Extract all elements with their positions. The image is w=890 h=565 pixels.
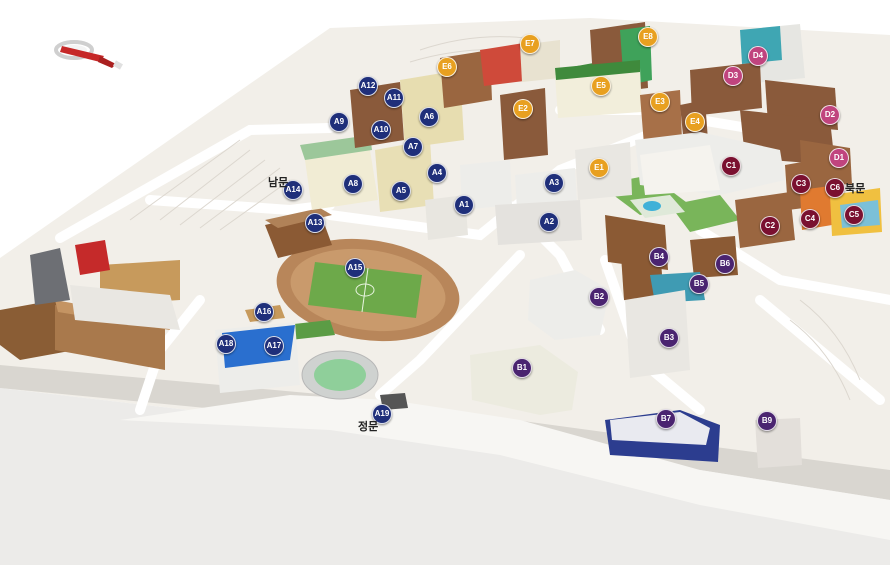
building-marker-c1[interactable]: C1	[721, 156, 741, 176]
building-marker-a10[interactable]: A10	[371, 120, 391, 140]
building-marker-a18[interactable]: A18	[216, 334, 236, 354]
building-marker-a2[interactable]: A2	[539, 212, 559, 232]
building-marker-c2[interactable]: C2	[760, 216, 780, 236]
building-marker-a16[interactable]: A16	[254, 302, 274, 322]
building-marker-b1[interactable]: B1	[512, 358, 532, 378]
building-marker-d2[interactable]: D2	[820, 105, 840, 125]
building-marker-d1[interactable]: D1	[829, 148, 849, 168]
building-marker-a12[interactable]: A12	[358, 76, 378, 96]
building-marker-e1[interactable]: E1	[589, 158, 609, 178]
building-marker-a8[interactable]: A8	[343, 174, 363, 194]
building-marker-a3[interactable]: A3	[544, 173, 564, 193]
building-marker-a5[interactable]: A5	[391, 181, 411, 201]
main-gate-label: 정문	[358, 420, 379, 433]
south-gate-label: 남문	[268, 176, 289, 189]
building-marker-c3[interactable]: C3	[791, 174, 811, 194]
building-marker-c6[interactable]: C6	[825, 178, 845, 198]
building-marker-a17[interactable]: A17	[264, 336, 284, 356]
building-marker-e6[interactable]: E6	[437, 57, 457, 77]
building-marker-a19[interactable]: A19	[372, 404, 392, 424]
building-marker-d3[interactable]: D3	[723, 66, 743, 86]
building-marker-a4[interactable]: A4	[427, 163, 447, 183]
building-marker-a1[interactable]: A1	[454, 195, 474, 215]
building-marker-e4[interactable]: E4	[685, 112, 705, 132]
compass-icon	[54, 40, 123, 70]
building-marker-a6[interactable]: A6	[419, 107, 439, 127]
building-marker-a9[interactable]: A9	[329, 112, 349, 132]
building-marker-b3[interactable]: B3	[659, 328, 679, 348]
building-marker-e8[interactable]: E8	[638, 27, 658, 47]
building-marker-e5[interactable]: E5	[591, 76, 611, 96]
building-marker-a14[interactable]: A14	[283, 180, 303, 200]
building-marker-d4[interactable]: D4	[748, 46, 768, 66]
building-marker-b5[interactable]: B5	[689, 274, 709, 294]
building-marker-a15[interactable]: A15	[345, 258, 365, 278]
building-marker-b6[interactable]: B6	[715, 254, 735, 274]
building-marker-b4[interactable]: B4	[649, 247, 669, 267]
building-marker-a11[interactable]: A11	[384, 88, 404, 108]
building-marker-c5[interactable]: C5	[844, 205, 864, 225]
north-gate-label: 북문	[845, 182, 866, 195]
building-marker-b2[interactable]: B2	[589, 287, 609, 307]
building-marker-e7[interactable]: E7	[520, 34, 540, 54]
building-marker-a13[interactable]: A13	[305, 213, 325, 233]
building-marker-c4[interactable]: C4	[800, 209, 820, 229]
building-marker-b9[interactable]: B9	[757, 411, 777, 431]
building-marker-e3[interactable]: E3	[650, 92, 670, 112]
building-marker-e2[interactable]: E2	[513, 99, 533, 119]
building-marker-b7[interactable]: B7	[656, 409, 676, 429]
building-marker-a7[interactable]: A7	[403, 137, 423, 157]
